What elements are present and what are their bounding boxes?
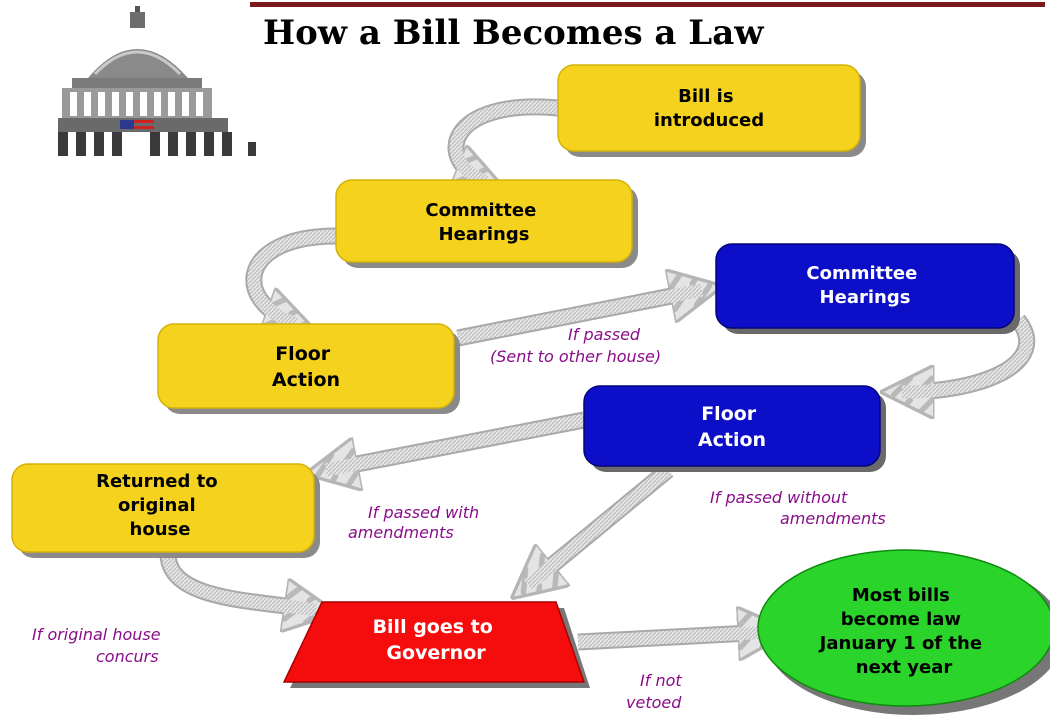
svg-text:Floor Action: Floor Action [272,343,340,391]
svg-text:Most bills become law: Most bills become law January 1 of the n… [818,585,989,678]
svg-text:Bill is introduced: Bill is introduced [654,86,764,131]
page-title: How a Bill Becomes a Law [263,13,764,53]
returned-line-3: house [130,519,191,540]
svg-text:Floor Action: Floor Action [698,403,766,451]
law-line-1: Most bills [852,585,950,606]
floor-second-line-1: Floor [701,403,757,425]
svg-text:Returned to original: Returned to original house [96,471,224,540]
box-most-bills-become-law: Most bills become law January 1 of the n… [757,549,1050,715]
note-not-vetoed: If not vetoed [626,671,687,712]
returned-line-2: original [118,495,196,516]
bill-introduced-line-1: Bill is [678,86,733,107]
box-committee-hearings-second: Committee Hearings [715,243,1020,334]
note-passed-other-house: If passed (Sent to other house) [490,325,661,366]
floor-first-line-1: Floor [275,343,331,365]
note-original-house-concurs: If original house concurs [32,625,166,666]
governor-line-2: Governor [386,642,486,664]
floor-first-line-2: Action [272,369,340,391]
committee-first-line-1: Committee [425,200,536,221]
law-line-2: become law [841,609,961,630]
law-line-3: January 1 of the [818,633,982,654]
committee-second-line-1: Committee [806,263,917,284]
box-bill-goes-to-governor: Bill goes to Governor [282,601,590,688]
note-passed-without-amendments: If passed without amendments [710,488,886,528]
note-passed-with-amendments: If passed with amendments [348,503,484,542]
svg-text:Bill goes to Governor: Bill goes to Governor [373,616,500,664]
box-bill-introduced: Bill is introduced [557,64,866,157]
svg-text:Committee Hearings: Committee Hearings [806,263,923,308]
box-committee-hearings-first: Committee Hearings [335,179,638,268]
floor-second-line-2: Action [698,429,766,451]
capitol-dome-icon [58,6,258,160]
bill-introduced-line-2: introduced [654,110,764,131]
returned-line-1: Returned to [96,471,218,492]
committee-first-line-2: Hearings [439,224,530,245]
governor-line-1: Bill goes to [373,616,493,638]
box-floor-action-first: Floor Action [157,323,460,414]
box-floor-action-second: Floor Action [583,385,886,472]
box-returned-to-original-house: Returned to original house [11,463,320,558]
committee-second-line-2: Hearings [820,287,911,308]
title-rule [250,2,1045,7]
svg-text:Committee Hearings: Committee Hearings [425,200,542,245]
law-line-4: next year [856,657,953,678]
